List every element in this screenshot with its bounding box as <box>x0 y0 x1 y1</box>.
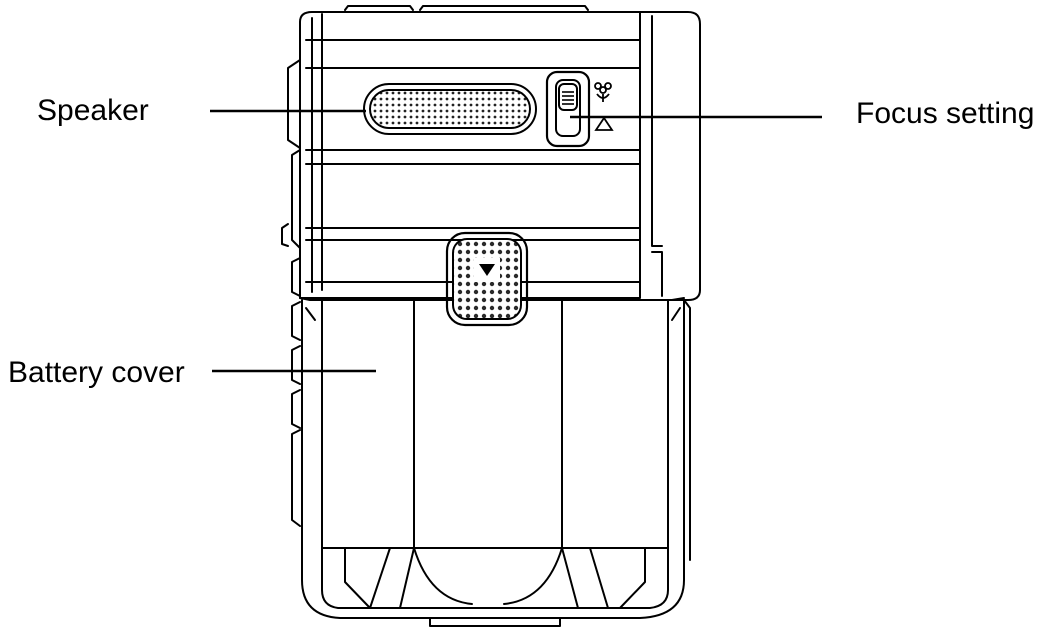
speaker-grille <box>363 83 537 135</box>
down-triangle-icon <box>479 264 495 276</box>
macro-flower-icon <box>594 82 612 102</box>
speaker-label: Speaker <box>37 94 149 127</box>
camera-top-body <box>299 5 641 299</box>
lens-housing <box>639 11 701 301</box>
battery-cover-label: Battery cover <box>8 356 185 389</box>
landscape-mountain-icon <box>594 116 614 131</box>
focus-switch[interactable] <box>545 70 591 148</box>
battery-cover-body <box>299 297 691 627</box>
focus-setting-label: Focus setting <box>856 97 1035 130</box>
side-buttons <box>281 59 301 527</box>
battery-release-button[interactable] <box>445 231 529 327</box>
